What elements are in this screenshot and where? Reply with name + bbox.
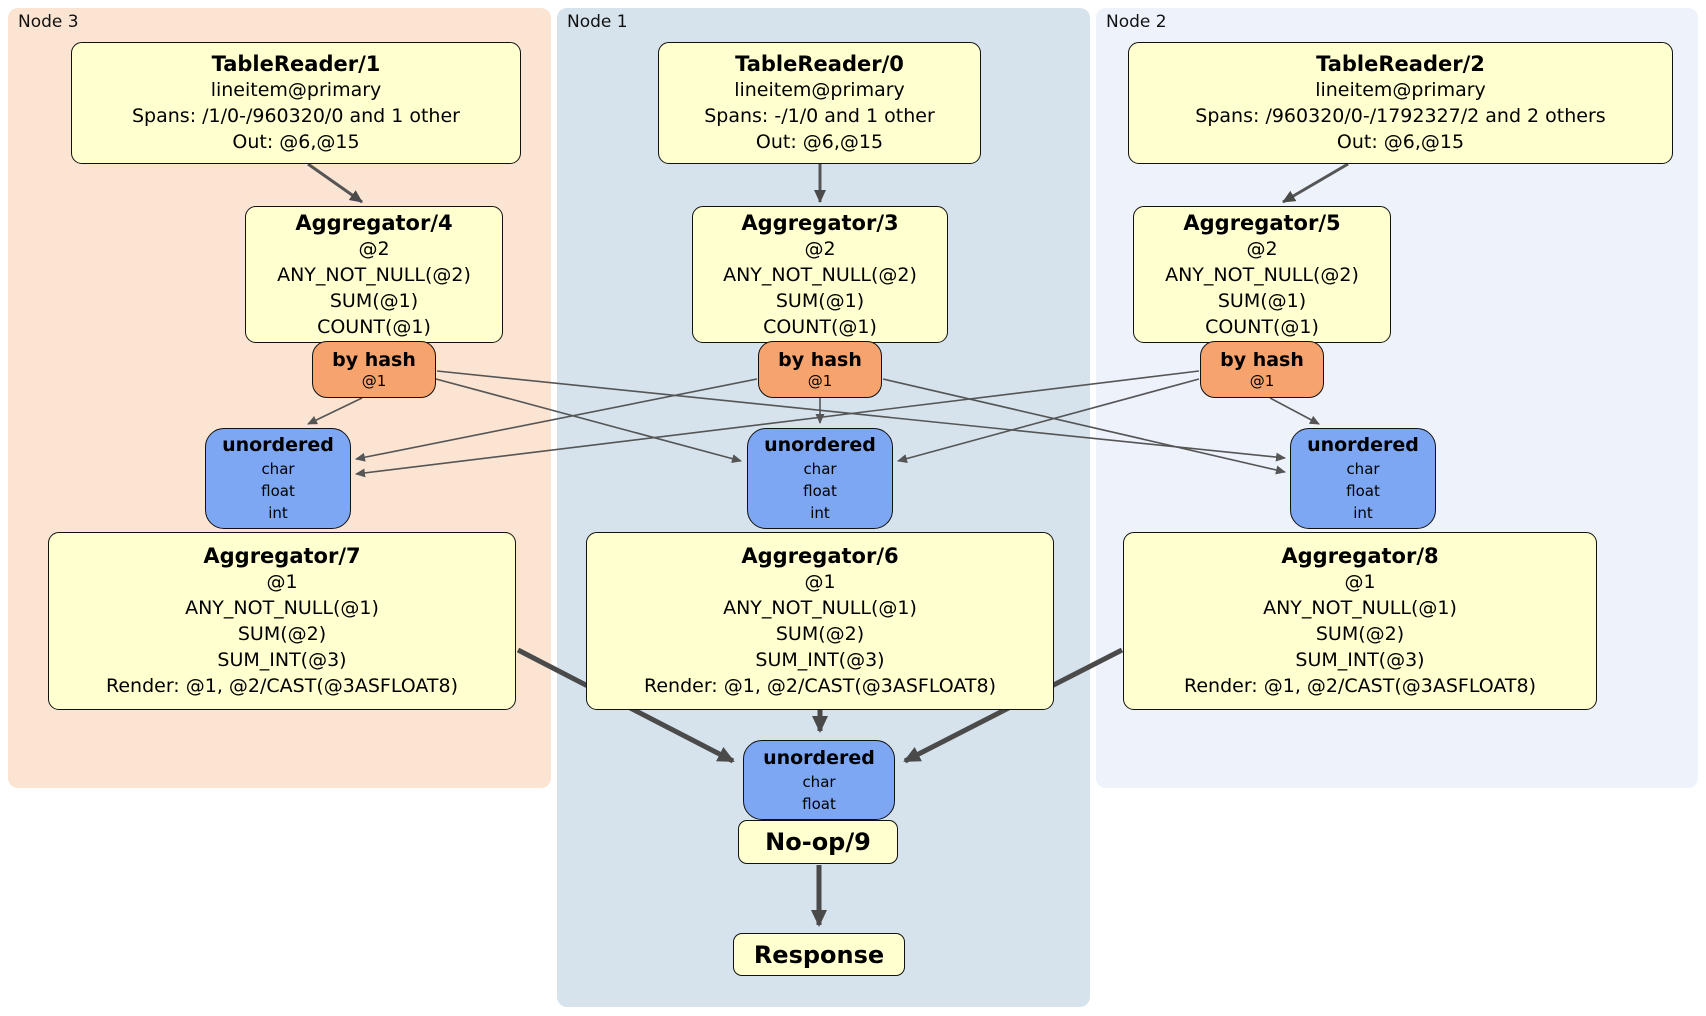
hash-router-center[interactable]: by hash @1	[758, 341, 882, 398]
sync-col: float	[1346, 482, 1380, 500]
router-key: @1	[361, 371, 387, 390]
render-line: Render: @1, @2/CAST(@3ASFLOAT8)	[644, 675, 996, 697]
tablereader-0-box[interactable]: TableReader/0 lineitem@primary Spans: -/…	[658, 42, 981, 164]
group-line: @2	[358, 237, 390, 260]
processor-title: TableReader/1	[211, 52, 381, 76]
sync-col: int	[1353, 504, 1373, 522]
processor-title: TableReader/2	[1316, 52, 1485, 76]
aggregator-3-box[interactable]: Aggregator/3 @2 ANY_NOT_NULL(@2) SUM(@1)…	[692, 206, 948, 343]
router-title: by hash	[332, 348, 416, 371]
agg-fn-line: ANY_NOT_NULL(@1)	[185, 597, 379, 619]
node1-label: Node 1	[567, 12, 628, 32]
router-title: by hash	[1220, 348, 1304, 371]
agg-fn-line: SUM(@2)	[775, 623, 865, 645]
agg-fn-line: SUM(@1)	[329, 289, 419, 312]
unordered-sync-left[interactable]: unordered char float int	[205, 428, 351, 529]
processor-title: Aggregator/8	[1281, 544, 1439, 568]
router-title: by hash	[778, 348, 862, 371]
sync-col: int	[268, 504, 288, 522]
agg-fn-line: COUNT(@1)	[317, 315, 431, 338]
out-line: Out: @6,@15	[1336, 131, 1465, 153]
processor-title: Aggregator/3	[741, 210, 899, 235]
processor-title: TableReader/0	[735, 52, 904, 76]
spans-line: Spans: /1/0-/960320/0 and 1 other	[132, 105, 460, 127]
render-line: Render: @1, @2/CAST(@3ASFLOAT8)	[1184, 675, 1536, 697]
tablereader-2-box[interactable]: TableReader/2 lineitem@primary Spans: /9…	[1128, 42, 1673, 164]
agg-fn-line: ANY_NOT_NULL(@2)	[723, 263, 917, 286]
sync-col: float	[261, 482, 295, 500]
render-line: Render: @1, @2/CAST(@3ASFLOAT8)	[106, 675, 458, 697]
processor-title: No-op/9	[765, 828, 871, 856]
agg-fn-line: ANY_NOT_NULL(@1)	[723, 597, 917, 619]
group-line: @1	[266, 571, 298, 593]
processor-title: Aggregator/7	[203, 544, 361, 568]
sync-title: unordered	[764, 434, 876, 456]
processor-title: Response	[753, 940, 885, 969]
processor-title: Aggregator/4	[295, 210, 453, 235]
agg-fn-line: SUM_INT(@3)	[217, 649, 347, 671]
sync-col: char	[1346, 460, 1380, 478]
hash-router-right[interactable]: by hash @1	[1200, 341, 1324, 398]
unordered-sync-center[interactable]: unordered char float int	[747, 428, 893, 529]
sync-col: float	[803, 482, 837, 500]
agg-fn-line: ANY_NOT_NULL(@2)	[1165, 263, 1359, 286]
spans-line: Spans: -/1/0 and 1 other	[704, 105, 935, 127]
sync-title: unordered	[763, 746, 875, 769]
sync-col: char	[803, 460, 837, 478]
sync-col: char	[802, 772, 836, 791]
out-line: Out: @6,@15	[755, 131, 884, 153]
hash-router-left[interactable]: by hash @1	[312, 341, 436, 398]
agg-fn-line: SUM(@2)	[237, 623, 327, 645]
router-key: @1	[807, 371, 833, 390]
unordered-sync-final[interactable]: unordered char float	[743, 740, 895, 820]
agg-fn-line: SUM(@1)	[775, 289, 865, 312]
agg-fn-line: SUM_INT(@3)	[1295, 649, 1425, 671]
processor-title: Aggregator/5	[1183, 210, 1341, 235]
response-box[interactable]: Response	[733, 933, 905, 976]
agg-fn-line: SUM_INT(@3)	[755, 649, 885, 671]
agg-fn-line: SUM(@2)	[1315, 623, 1405, 645]
processor-title: Aggregator/6	[741, 544, 899, 568]
aggregator-5-box[interactable]: Aggregator/5 @2 ANY_NOT_NULL(@2) SUM(@1)…	[1133, 206, 1391, 343]
agg-fn-line: ANY_NOT_NULL(@1)	[1263, 597, 1457, 619]
sync-col: char	[261, 460, 295, 478]
agg-fn-line: SUM(@1)	[1217, 289, 1307, 312]
aggregator-4-box[interactable]: Aggregator/4 @2 ANY_NOT_NULL(@2) SUM(@1)…	[245, 206, 503, 343]
unordered-sync-right[interactable]: unordered char float int	[1290, 428, 1436, 529]
agg-fn-line: COUNT(@1)	[763, 315, 877, 338]
tablereader-1-box[interactable]: TableReader/1 lineitem@primary Spans: /1…	[71, 42, 521, 164]
sync-col: float	[802, 794, 836, 813]
aggregator-6-box[interactable]: Aggregator/6 @1 ANY_NOT_NULL(@1) SUM(@2)…	[586, 532, 1054, 710]
sync-title: unordered	[222, 434, 334, 456]
group-line: @2	[804, 237, 836, 260]
out-line: Out: @6,@15	[232, 131, 360, 153]
sync-title: unordered	[1307, 434, 1419, 456]
spans-line: Spans: /960320/0-/1792327/2 and 2 others	[1195, 105, 1606, 127]
router-key: @1	[1249, 371, 1275, 390]
node2-label: Node 2	[1106, 12, 1167, 32]
index-line: lineitem@primary	[210, 79, 382, 101]
group-line: @1	[1344, 571, 1376, 593]
aggregator-8-box[interactable]: Aggregator/8 @1 ANY_NOT_NULL(@1) SUM(@2)…	[1123, 532, 1597, 710]
aggregator-7-box[interactable]: Aggregator/7 @1 ANY_NOT_NULL(@1) SUM(@2)…	[48, 532, 516, 710]
noop-9-box[interactable]: No-op/9	[738, 820, 898, 864]
node3-label: Node 3	[18, 12, 79, 32]
index-line: lineitem@primary	[1315, 79, 1486, 101]
index-line: lineitem@primary	[734, 79, 905, 101]
group-line: @1	[804, 571, 836, 593]
agg-fn-line: ANY_NOT_NULL(@2)	[277, 263, 471, 286]
group-line: @2	[1246, 237, 1278, 260]
sync-col: int	[810, 504, 830, 522]
agg-fn-line: COUNT(@1)	[1205, 315, 1319, 338]
